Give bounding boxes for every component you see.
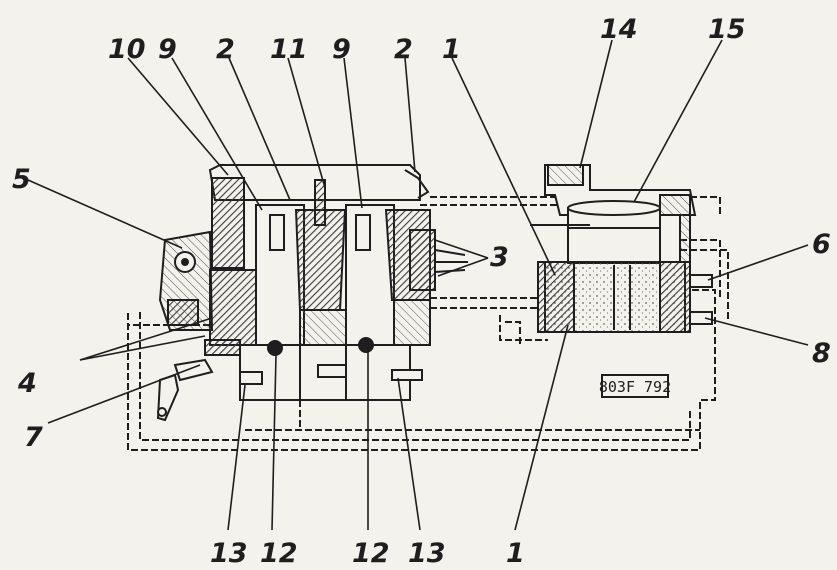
callout-11: 11 [270, 34, 308, 65]
callout-12: 12 [260, 538, 298, 569]
callout-14: 14 [600, 14, 638, 45]
callout-12: 12 [352, 538, 390, 569]
callout-9: 9 [332, 34, 351, 65]
callout-2: 2 [394, 34, 413, 65]
callout-8: 8 [812, 338, 831, 369]
callout-3: 3 [490, 242, 509, 273]
callout-13: 13 [408, 538, 446, 569]
callout-9: 9 [158, 34, 177, 65]
leader-lines [27, 39, 809, 531]
callout-10: 10 [108, 34, 146, 65]
callout-4: 4 [17, 368, 37, 399]
callout-1: 1 [506, 538, 525, 569]
callout-7: 7 [24, 422, 43, 453]
reference-code: 803F 792 [599, 378, 671, 396]
float-chamber [530, 164, 713, 333]
fuel-lines [127, 196, 729, 451]
callout-labels: 10 9 2 11 9 2 1 14 15 5 3 6 8 4 7 13 12 … [12, 14, 831, 569]
callout-13: 13 [210, 538, 248, 569]
callout-15: 15 [708, 14, 746, 45]
throttle-linkage [156, 230, 241, 422]
reference-code-box: 803F 792 [599, 374, 671, 398]
carburetor-body [208, 164, 468, 401]
callout-6: 6 [812, 229, 831, 260]
callout-2: 2 [216, 34, 235, 65]
callout-1: 1 [442, 34, 461, 65]
callout-5: 5 [12, 164, 31, 195]
